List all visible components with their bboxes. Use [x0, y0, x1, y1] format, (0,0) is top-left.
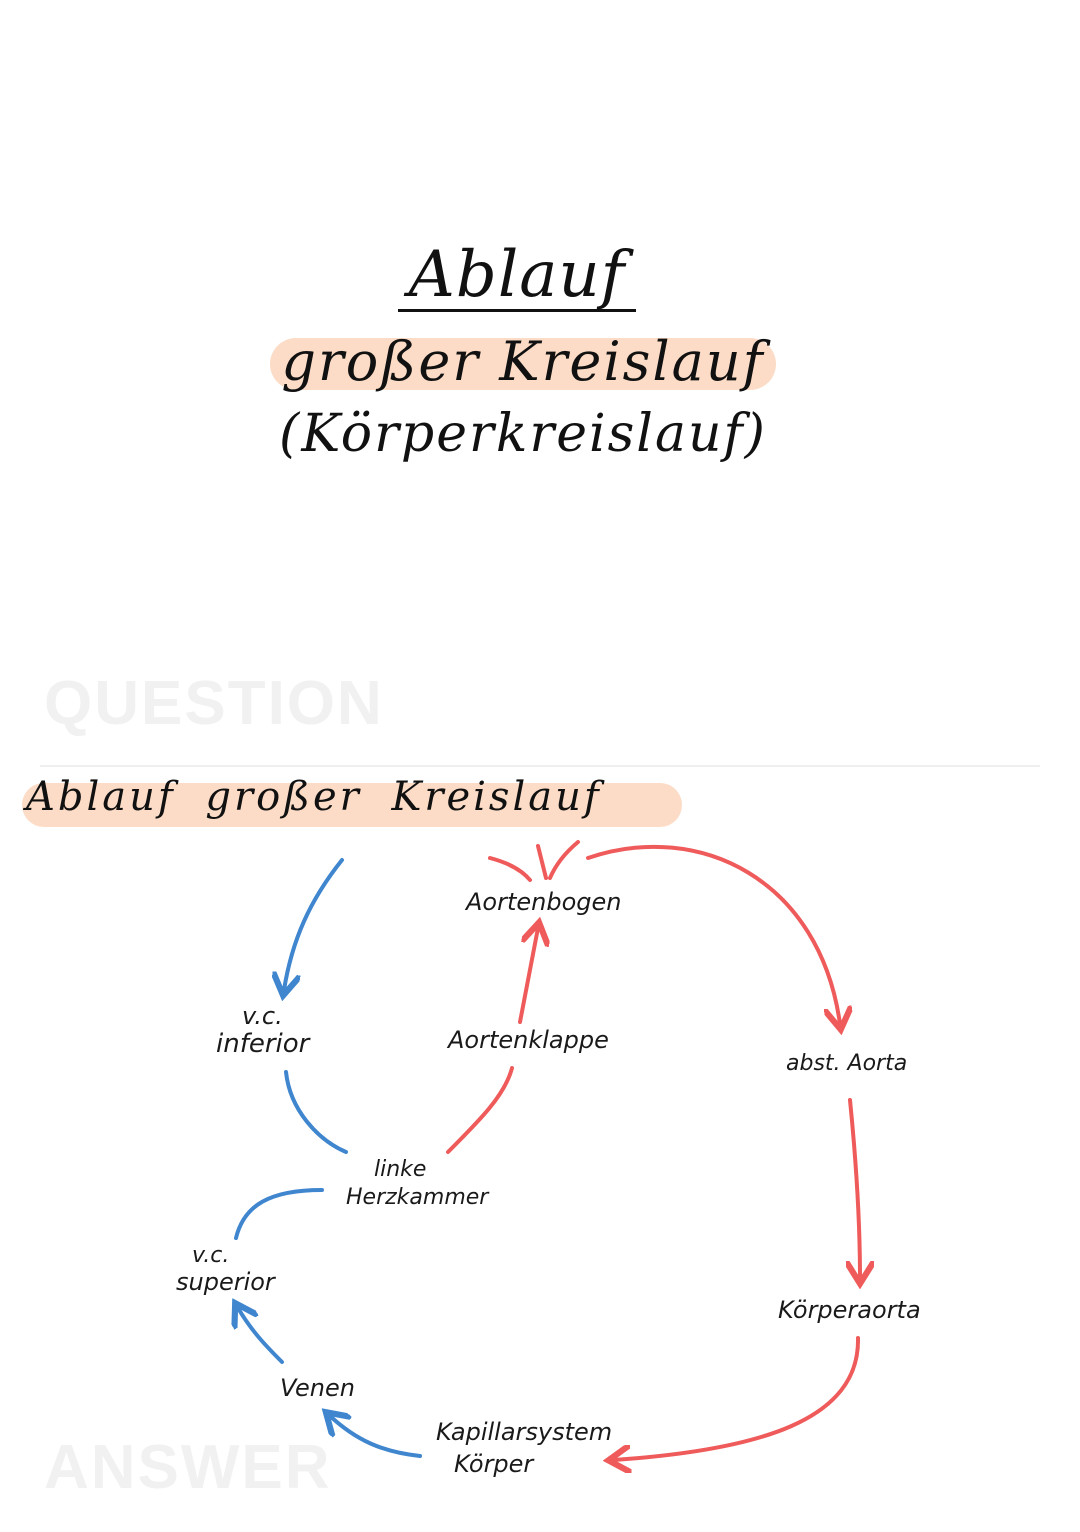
node-aortenklappe: Aortenklappe [446, 1026, 609, 1054]
arrow-koerperaorta-to-kapillar [614, 1336, 861, 1460]
vc-inferior-to-ventricle [284, 1070, 348, 1154]
node-aortenbogen: Aortenbogen [464, 888, 621, 916]
node-vc-superior-abbr: v.c. [192, 1243, 229, 1268]
node-kapillarsystem: Kapillarsystem [436, 1418, 612, 1446]
node-abst-aorta: abst. Aorta [786, 1051, 907, 1076]
node-koerper: Körper [454, 1450, 535, 1478]
bogen-branch-3 [548, 840, 580, 880]
arrow-ventricle-to-klappe [446, 1066, 514, 1154]
node-vc-superior: superior [176, 1268, 277, 1296]
front-card: Ablauf großer Kreislauf (Körperkreislauf… [0, 0, 1080, 640]
bogen-branch-2 [536, 844, 548, 880]
bogen-branch-1 [488, 856, 532, 882]
arrow-venen-to-vc-superior [238, 1308, 284, 1364]
question-watermark: QUESTION [44, 669, 384, 738]
node-koerperaorta: Körperaorta [778, 1296, 921, 1324]
node-venen: Venen [280, 1374, 355, 1402]
arrow-klappe-to-bogen [518, 928, 538, 1024]
arrow-to-vc-inferior [284, 858, 344, 990]
node-linke-herzkammer-1: linke [374, 1157, 426, 1182]
node-vc-inferior: inferior [216, 1029, 312, 1059]
arrow-bogen-to-abst-aorta [586, 844, 840, 1024]
ventricle-to-vc-superior [234, 1188, 324, 1240]
question-title: Ablauf großer Kreislauf [26, 774, 602, 820]
arrow-abst-to-koerperaorta [850, 1098, 860, 1278]
question-highlight [22, 783, 682, 827]
answer-watermark: ANSWER [44, 1433, 332, 1502]
front-title: Ablauf [408, 238, 626, 312]
node-linke-herzkammer-2: Herzkammer [346, 1185, 490, 1210]
node-vc-inferior-abbr: v.c. [242, 1002, 283, 1030]
arrow-kapillar-to-venen [330, 1416, 422, 1458]
front-subtitle-paren: (Körperkreislauf) [279, 404, 767, 464]
divider [40, 765, 1040, 767]
subtitle-highlight [270, 338, 776, 390]
front-subtitle: großer Kreislauf [281, 330, 765, 393]
title-underline [398, 309, 636, 312]
